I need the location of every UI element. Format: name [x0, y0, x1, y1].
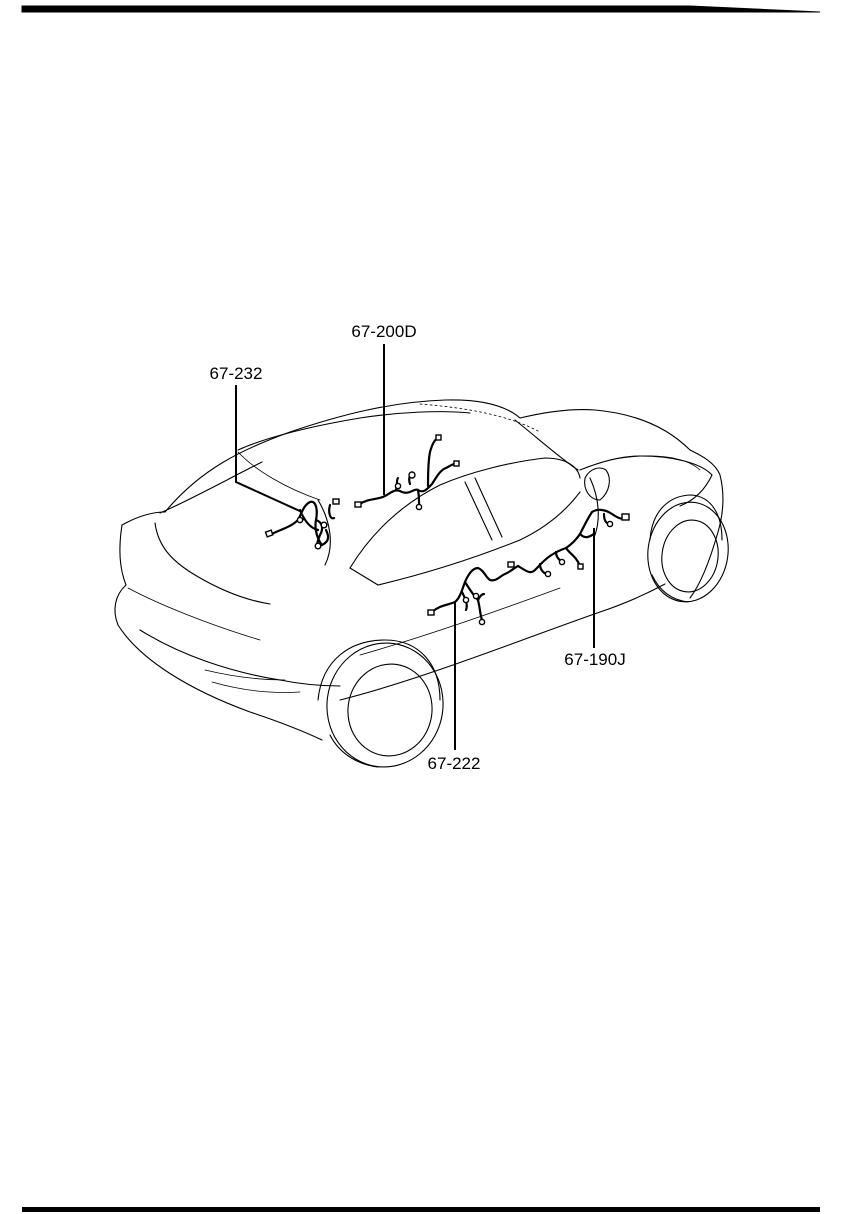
harness-67-190J	[516, 508, 630, 578]
top-rule	[21, 5, 821, 13]
harness-67-222	[427, 561, 520, 626]
label-67-200D: 67-200D	[351, 322, 416, 341]
label-67-190J: 67-190J	[564, 650, 625, 669]
bottom-rule	[22, 1207, 820, 1212]
car-body	[114, 399, 729, 768]
harness-67-200D	[354, 434, 460, 511]
leader-67-232	[235, 385, 303, 513]
harness-67-232	[264, 498, 340, 550]
label-67-222: 67-222	[428, 754, 481, 773]
label-67-232: 67-232	[210, 364, 263, 383]
